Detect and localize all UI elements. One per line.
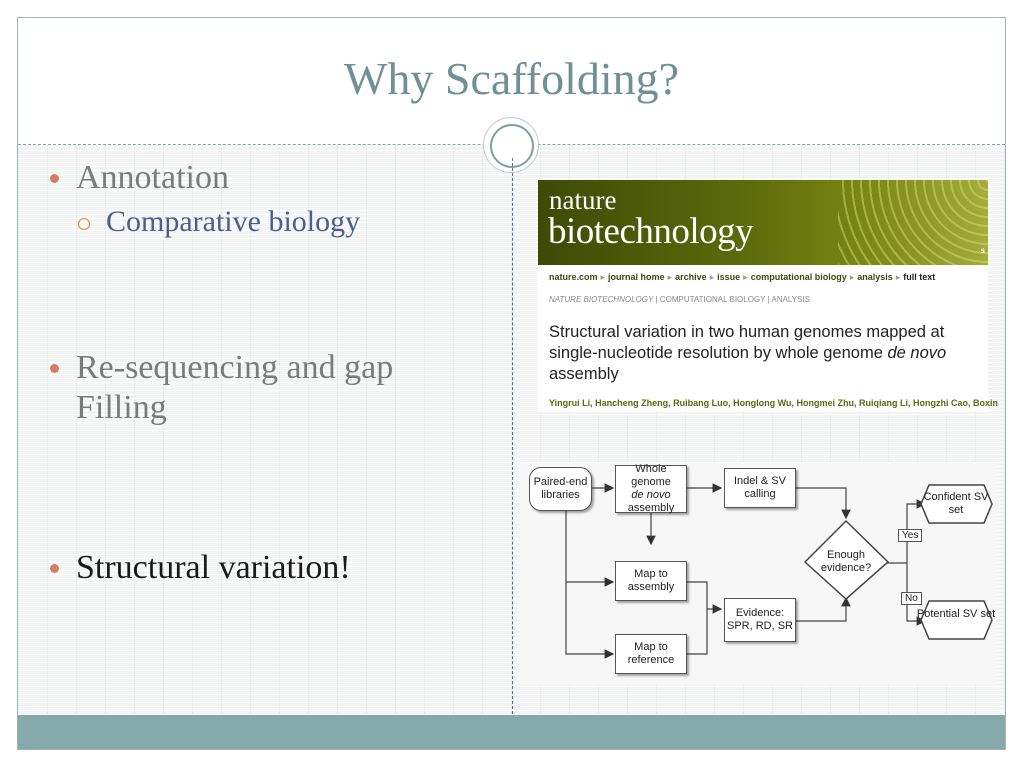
column-divider xyxy=(512,158,513,714)
sv-pipeline-flowchart: Paired-end libraries Whole genome de nov… xyxy=(521,463,997,685)
crumb: analysis xyxy=(857,272,893,282)
footer-bar xyxy=(18,715,1005,749)
crumb: full text xyxy=(903,272,936,282)
bullet-text: Structural variation! xyxy=(76,549,351,586)
crumb: issue xyxy=(717,272,741,282)
circle-ornament-icon xyxy=(483,117,539,173)
potential-sv-set-node: Potential SV set xyxy=(916,608,996,620)
whole-genome-assembly-node: Whole genome de novo assembly xyxy=(615,463,687,514)
node-line-italic: de novo xyxy=(631,489,671,501)
nature-article-image: nature biotechnology s nature.com▸journa… xyxy=(538,180,998,412)
article-category: NATURE BIOTECHNOLOGY | COMPUTATIONAL BIO… xyxy=(549,295,810,304)
logo-nature: nature xyxy=(549,185,617,215)
logo-biotechnology: biotechnology xyxy=(548,211,754,252)
logo-corner: s xyxy=(980,246,985,255)
crumb-separator-icon: ▸ xyxy=(600,272,606,282)
crumb-separator-icon: ▸ xyxy=(895,272,901,282)
crumb: archive xyxy=(675,272,707,282)
breadcrumb: nature.com▸journal home▸archive▸issue▸co… xyxy=(549,272,935,283)
article-title-part1: Structural variation in two human genome… xyxy=(549,323,945,362)
article-title-italic: de novo xyxy=(887,344,947,362)
bullet-dot-icon xyxy=(50,174,59,183)
bullet-dot-icon xyxy=(50,564,59,573)
map-to-assembly-node: Map to assembly xyxy=(615,561,687,601)
crumb: computational biology xyxy=(750,272,847,282)
node-line: assembly xyxy=(627,502,675,514)
bullet-text: Annotation xyxy=(76,159,229,196)
article-authors: Yingrui Li, Hancheng Zheng, Ruibang Luo,… xyxy=(549,398,998,408)
header-pattern xyxy=(838,180,988,265)
paired-end-libraries-node: Paired-end libraries xyxy=(529,467,592,511)
article-title-part2: assembly xyxy=(549,365,619,383)
no-label: No xyxy=(901,592,922,605)
crumb: journal home xyxy=(608,272,665,282)
crumb-separator-icon: ▸ xyxy=(667,272,673,282)
slide-frame: Why Scaffolding? Annotation Comparative … xyxy=(17,17,1006,750)
nature-biotech-header: nature biotechnology s xyxy=(538,180,988,265)
flowchart-connectors xyxy=(565,483,993,659)
bullet-dot-icon xyxy=(50,364,59,373)
crumb: nature.com xyxy=(549,272,598,282)
category-journal: NATURE BIOTECHNOLOGY xyxy=(549,295,654,304)
yes-label: Yes xyxy=(898,529,923,542)
confident-sv-set-node: Confident SV set xyxy=(923,491,989,516)
crumb-separator-icon: ▸ xyxy=(709,272,715,282)
category-rest: | COMPUTATIONAL BIOLOGY | ANALYSIS xyxy=(655,295,810,304)
crumb-separator-icon: ▸ xyxy=(743,272,748,282)
sub-bullet-text: Comparative biology xyxy=(106,205,361,238)
indel-sv-calling-node: Indel & SV calling xyxy=(724,468,796,508)
evidence-node: Evidence: SPR, RD, SR xyxy=(724,598,796,642)
ring-bullet-icon xyxy=(78,218,90,230)
crumb-separator-icon: ▸ xyxy=(849,272,855,282)
enough-evidence-node: Enough evidence? xyxy=(820,549,872,574)
node-line: Whole genome xyxy=(631,463,671,488)
slide-title: Why Scaffolding? xyxy=(343,53,680,104)
bullet-text: Re-sequencing and gap Filling xyxy=(76,349,394,426)
map-to-reference-node: Map to reference xyxy=(615,634,687,674)
article-title: Structural variation in two human genome… xyxy=(549,322,979,385)
